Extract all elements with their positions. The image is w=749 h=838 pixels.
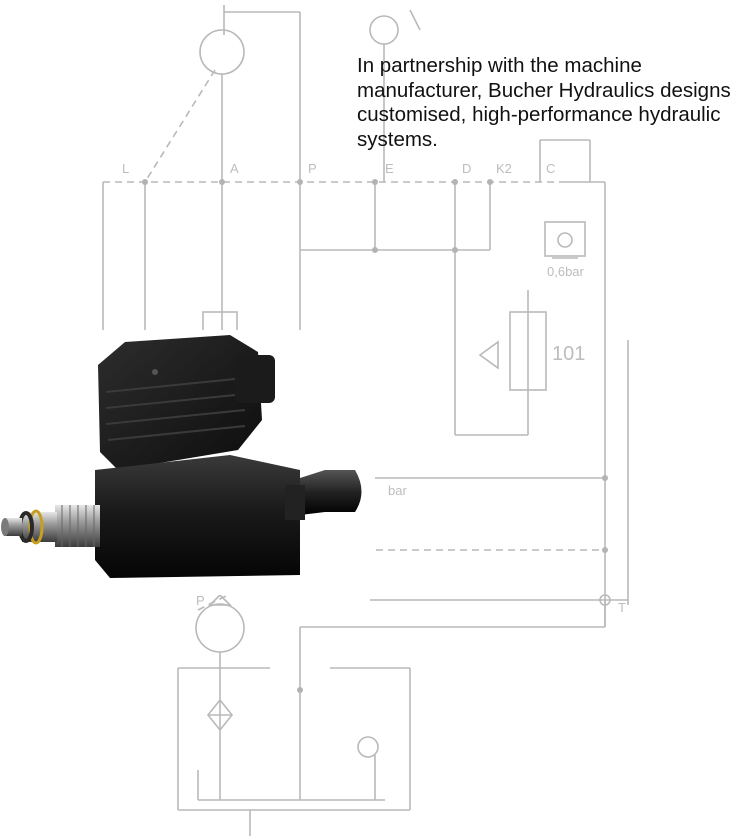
pressure-note: bar xyxy=(388,483,407,498)
port-label-e: E xyxy=(385,161,394,176)
solenoid-valve-photo xyxy=(1,335,362,578)
hydraulic-pump-symbol xyxy=(195,603,245,653)
valve-tag: 101 xyxy=(552,343,585,365)
port-label-a: A xyxy=(230,161,239,176)
pump-tag: P xyxy=(196,593,205,608)
solenoid-coil xyxy=(95,455,300,578)
tank-port-label: T xyxy=(618,600,626,615)
port-label-d: D xyxy=(462,161,471,176)
port-label-l: L xyxy=(122,161,129,176)
port-label-p: P xyxy=(308,161,317,176)
gauge-symbol xyxy=(357,736,379,758)
setting-note: 0,6bar xyxy=(547,264,585,279)
gauge-top-symbol xyxy=(199,29,245,75)
connector-plug xyxy=(98,335,262,470)
intro-text: In partnership with the machine manufact… xyxy=(357,54,731,151)
port-label-c: C xyxy=(546,161,555,176)
port-label-k2: K2 xyxy=(496,161,512,176)
